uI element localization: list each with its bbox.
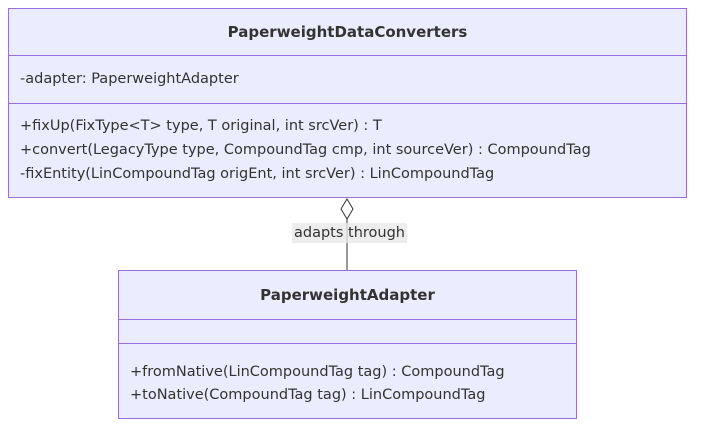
class-divider (119, 343, 576, 344)
class-method: -fixEntity(LinCompoundTag origEnt, int s… (20, 166, 495, 182)
aggregation-diamond-icon (340, 198, 354, 220)
class-method: +fromNative(LinCompoundTag tag) : Compou… (130, 364, 505, 380)
class-divider (9, 103, 686, 104)
class-method: +toNative(CompoundTag tag) : LinCompound… (130, 387, 486, 403)
class-divider (119, 319, 576, 320)
edge-label: adapts through (292, 223, 408, 243)
class-box-paperweight-data-converters: PaperweightDataConverters -adapter: Pape… (8, 8, 687, 198)
class-divider (9, 55, 686, 56)
class-box-paperweight-adapter: PaperweightAdapter +fromNative(LinCompou… (118, 270, 577, 419)
class-name: PaperweightDataConverters (227, 23, 468, 41)
class-attribute: -adapter: PaperweightAdapter (20, 71, 239, 87)
class-method: +fixUp(FixType<T> type, T original, int … (20, 118, 382, 134)
class-method: +convert(LegacyType type, CompoundTag cm… (20, 142, 591, 158)
class-name: PaperweightAdapter (260, 286, 435, 304)
